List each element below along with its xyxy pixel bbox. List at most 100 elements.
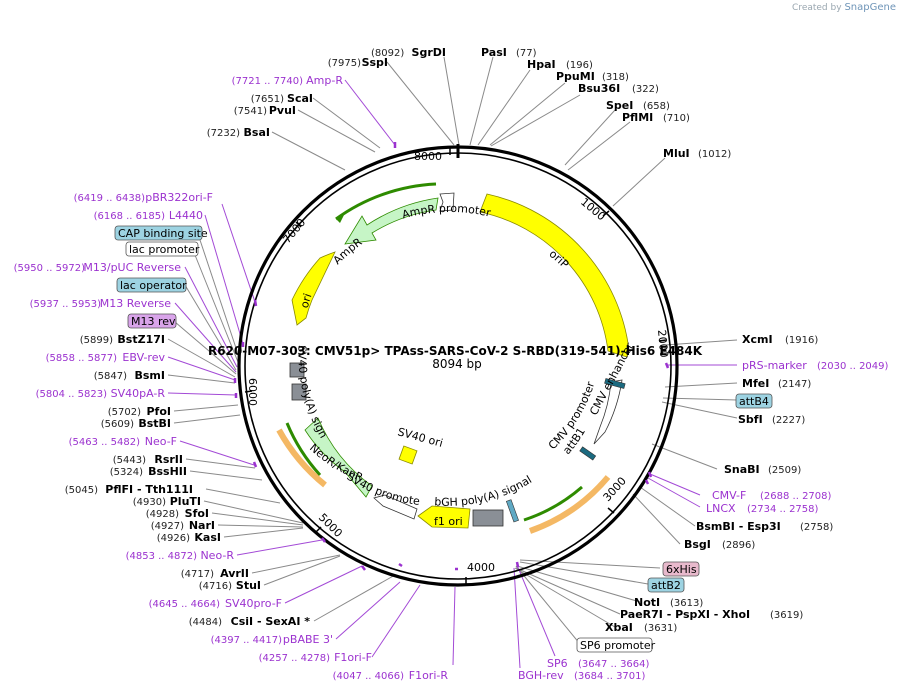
sv40-promoter-arrow (373, 494, 418, 520)
enzyme-hpai[interactable]: HpaI (527, 58, 556, 71)
tick-8000: 8000 (414, 150, 442, 163)
feature-ebv-rev-pos: (5858 .. 5877) (46, 353, 118, 364)
label-f1-ori: f1 ori (434, 515, 463, 528)
feature-f1ori-r[interactable]: F1ori-R (409, 669, 449, 682)
enzyme-bsmbi[interactable]: BsmBI - Esp3I (696, 520, 781, 533)
enzyme-sfoi[interactable]: SfoI (185, 507, 209, 520)
box-6xhis[interactable]: 6xHis (666, 563, 697, 576)
feature-neo-f[interactable]: Neo-F (145, 435, 177, 448)
feature-sv40pro-f[interactable]: SV40pro-F (225, 597, 282, 610)
enzyme-bsgi-pos: (2896) (722, 540, 755, 551)
enzyme-sgrdi[interactable]: SgrDI (412, 46, 446, 59)
ori-arrow (291, 251, 336, 326)
feature-l4440[interactable]: L4440 (169, 209, 203, 222)
sv40pa-block (291, 383, 307, 401)
attb4-block (604, 378, 626, 389)
enzyme-spei[interactable]: SpeI (606, 99, 633, 112)
enzyme-pflmi[interactable]: PflMI (622, 111, 653, 124)
enzyme-paer7i[interactable]: PaeR7I - PspXI - XhoI (620, 608, 750, 621)
enzyme-rsrii-pos: (5443) (113, 455, 146, 466)
ampr-promoter-arrow (439, 192, 455, 212)
enzymes-left: SspI (7975) ScaI (7651) PvuI (7541) BsaI… (65, 56, 388, 628)
enzyme-sbfi[interactable]: SbfI (738, 413, 763, 426)
enzyme-kasi[interactable]: KasI (194, 531, 221, 544)
enzyme-nari[interactable]: NarI (189, 519, 215, 532)
enzyme-noti-pos: (3613) (670, 598, 703, 609)
enzyme-pasi-pos: (77) (516, 48, 537, 59)
enzyme-rsrii[interactable]: RsrII (154, 453, 183, 466)
feature-f1ori-f[interactable]: F1ori-F (334, 651, 372, 664)
enzyme-pasi[interactable]: PasI (481, 46, 507, 59)
feature-m13puc-reverse[interactable]: M13/pUC Reverse (83, 261, 181, 274)
enzyme-sspi-pos: (7975) (328, 58, 361, 69)
enzyme-bsshii[interactable]: BssHII (148, 465, 187, 478)
enzyme-bstbi[interactable]: BstBI (138, 417, 171, 430)
box-attb4[interactable]: attB4 (739, 395, 769, 408)
enzyme-ppumi[interactable]: PpuMI (556, 70, 595, 83)
enzyme-mlui[interactable]: MluI (663, 147, 690, 160)
map-title: R620-M07-303: CMV51p> TPAss-SARS-CoV-2 S… (208, 344, 703, 358)
enzyme-xbai[interactable]: XbaI (605, 621, 633, 634)
tick-4000: 4000 (467, 561, 495, 574)
enzyme-csii[interactable]: CsiI - SexAI * (231, 615, 311, 628)
feature-prs-marker-pos: (2030 .. 2049) (817, 361, 889, 372)
feature-neo-r[interactable]: Neo-R (200, 549, 234, 562)
box-cap-binding-site[interactable]: CAP binding site (118, 227, 208, 240)
feature-prs-marker[interactable]: pRS-marker (742, 359, 807, 372)
enzyme-pvui[interactable]: PvuI (269, 104, 296, 117)
enzyme-mfei[interactable]: MfeI (742, 377, 769, 390)
snapgene-credit: Created by SnapGene (792, 2, 896, 13)
enzyme-bsai[interactable]: BsaI (244, 126, 270, 139)
feature-pbabe-3[interactable]: pBABE 3' (283, 633, 333, 646)
enzyme-kasi-pos: (4926) (157, 533, 190, 544)
attb1-block (579, 446, 597, 461)
enzyme-bsmi[interactable]: BsmI (135, 369, 166, 382)
feature-l4440-pos: (6168 .. 6185) (94, 211, 166, 222)
tick-2000: 2000 (655, 329, 670, 358)
feature-m13-reverse[interactable]: M13 Reverse (100, 297, 171, 310)
enzyme-bsshii-pos: (5324) (110, 467, 143, 478)
attb2-block (505, 499, 519, 523)
enzyme-stui[interactable]: StuI (236, 579, 261, 592)
enzyme-pfoi[interactable]: PfoI (147, 405, 172, 418)
feature-ebv-rev[interactable]: EBV-rev (122, 351, 165, 364)
neokan-orange (276, 428, 327, 488)
feature-pbr322ori-f-pos: (6419 .. 6438) (74, 193, 146, 204)
enzyme-bsu36i[interactable]: Bsu36I (578, 82, 620, 95)
box-lac-promoter[interactable]: lac promoter (129, 243, 200, 256)
feature-sp6[interactable]: SP6 (547, 657, 568, 670)
box-m13-rev[interactable]: M13 rev (131, 315, 176, 328)
enzyme-pflfi-pos: (5045) (65, 485, 98, 496)
enzyme-sgrdi-pos: (8092) (371, 48, 404, 59)
enzyme-pflfi[interactable]: PflFI - Tth111I (105, 483, 193, 496)
enzyme-sfoi-pos: (4928) (146, 509, 179, 520)
orip-arrow (479, 193, 630, 358)
enzyme-xcmi[interactable]: XcmI (742, 333, 773, 346)
feature-sv40pa-r[interactable]: SV40pA-R (111, 387, 166, 400)
tick-marks (244, 148, 667, 584)
enzyme-mlui-pos: (1012) (698, 149, 731, 160)
enzyme-avrii[interactable]: AvrII (220, 567, 249, 580)
feature-bgh-rev[interactable]: BGH-rev (518, 669, 564, 682)
enzyme-pluti[interactable]: PluTI (170, 495, 201, 508)
enzyme-noti[interactable]: NotI (634, 596, 660, 609)
enzyme-pvui-pos: (7541) (234, 106, 267, 117)
feature-amp-r-pos: (7721 .. 7740) (232, 76, 304, 87)
enzyme-scai[interactable]: ScaI (287, 92, 313, 105)
enzyme-bstz17i[interactable]: BstZ17I (117, 333, 165, 346)
credit-brand: SnapGene (844, 2, 896, 13)
feature-m13-reverse-pos: (5937 .. 5953) (30, 299, 102, 310)
feature-amp-r[interactable]: Amp-R (306, 74, 343, 87)
feature-pbr322ori-f[interactable]: pBR322ori-F (145, 191, 213, 204)
rbd-orange (529, 475, 611, 534)
feature-cmv-f[interactable]: CMV-F (712, 489, 746, 502)
box-attb2[interactable]: attB2 (651, 579, 681, 592)
enzyme-spei-pos: (658) (643, 101, 670, 112)
enzyme-sspi[interactable]: SspI (362, 56, 388, 69)
enzyme-bsgi[interactable]: BsgI (684, 538, 711, 551)
box-lac-operator[interactable]: lac operator (120, 279, 187, 292)
feature-neo-f-pos: (5463 .. 5482) (69, 437, 141, 448)
enzyme-snabi[interactable]: SnaBI (724, 463, 760, 476)
box-sp6-promoter[interactable]: SP6 promoter (580, 639, 656, 652)
feature-lncx[interactable]: LNCX (706, 502, 736, 515)
